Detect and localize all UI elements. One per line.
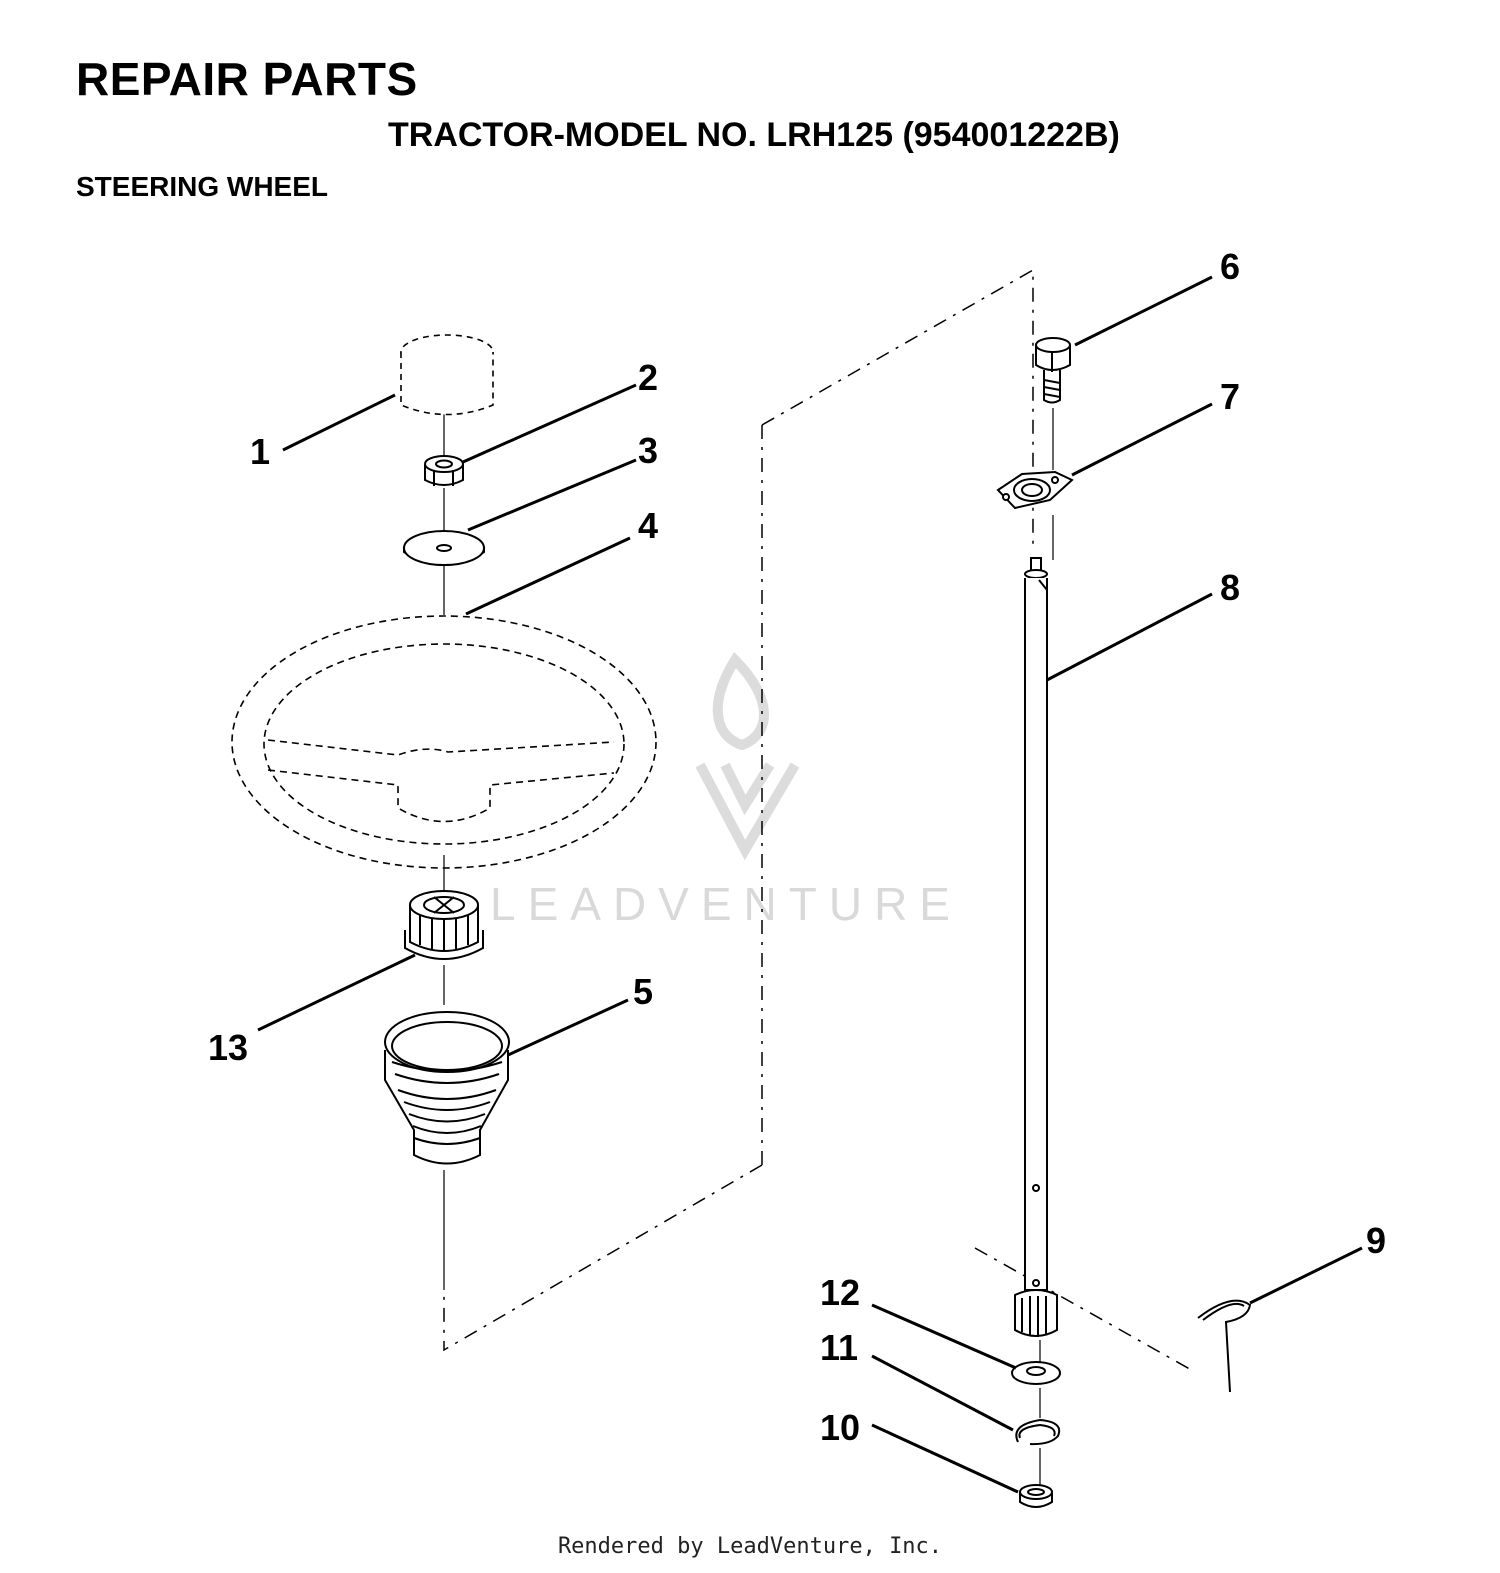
footer-credit: Rendered by LeadVenture, Inc. <box>557 1534 943 1559</box>
adapter-part-13 <box>404 890 484 960</box>
callout-7: 7 <box>1220 376 1240 417</box>
watermark-text: LEADVENTURE <box>490 878 962 930</box>
callout-11: 11 <box>820 1327 858 1368</box>
shaft-part-8 <box>1014 557 1058 1337</box>
callout-4: 4 <box>638 505 658 546</box>
assembly-boundary <box>443 268 1196 1373</box>
callout-10: 10 <box>820 1407 860 1448</box>
flange-part-7 <box>996 470 1074 510</box>
page-title: REPAIR PARTS <box>76 53 418 105</box>
clip-part-9 <box>1197 1299 1252 1393</box>
washer-part-12 <box>1011 1361 1061 1385</box>
boot-part-5 <box>384 1011 510 1165</box>
callout-3: 3 <box>638 430 658 471</box>
callout-5: 5 <box>633 971 653 1012</box>
bushing-part-10 <box>1019 1484 1053 1508</box>
cap-part-1 <box>400 334 494 416</box>
bolt-part-6 <box>1035 337 1071 404</box>
model-subtitle: TRACTOR-MODEL NO. LRH125 (954001222B) <box>388 116 1120 154</box>
right-axis <box>1039 408 1054 1485</box>
callout-1: 1 <box>250 431 270 472</box>
callout-9: 9 <box>1366 1220 1386 1261</box>
callout-8: 8 <box>1220 567 1240 608</box>
callout-12: 12 <box>820 1272 860 1313</box>
washer-part-3 <box>403 530 485 566</box>
section-title: STEERING WHEEL <box>76 171 329 202</box>
steering-wheel-part-4 <box>231 615 657 869</box>
callout-13: 13 <box>208 1027 248 1068</box>
callout-6: 6 <box>1220 246 1240 287</box>
leader-lines <box>257 275 1363 1494</box>
watermark-logo <box>695 652 800 861</box>
ring-part-11 <box>1015 1418 1061 1446</box>
callout-2: 2 <box>638 357 658 398</box>
nut-part-2 <box>424 455 464 486</box>
